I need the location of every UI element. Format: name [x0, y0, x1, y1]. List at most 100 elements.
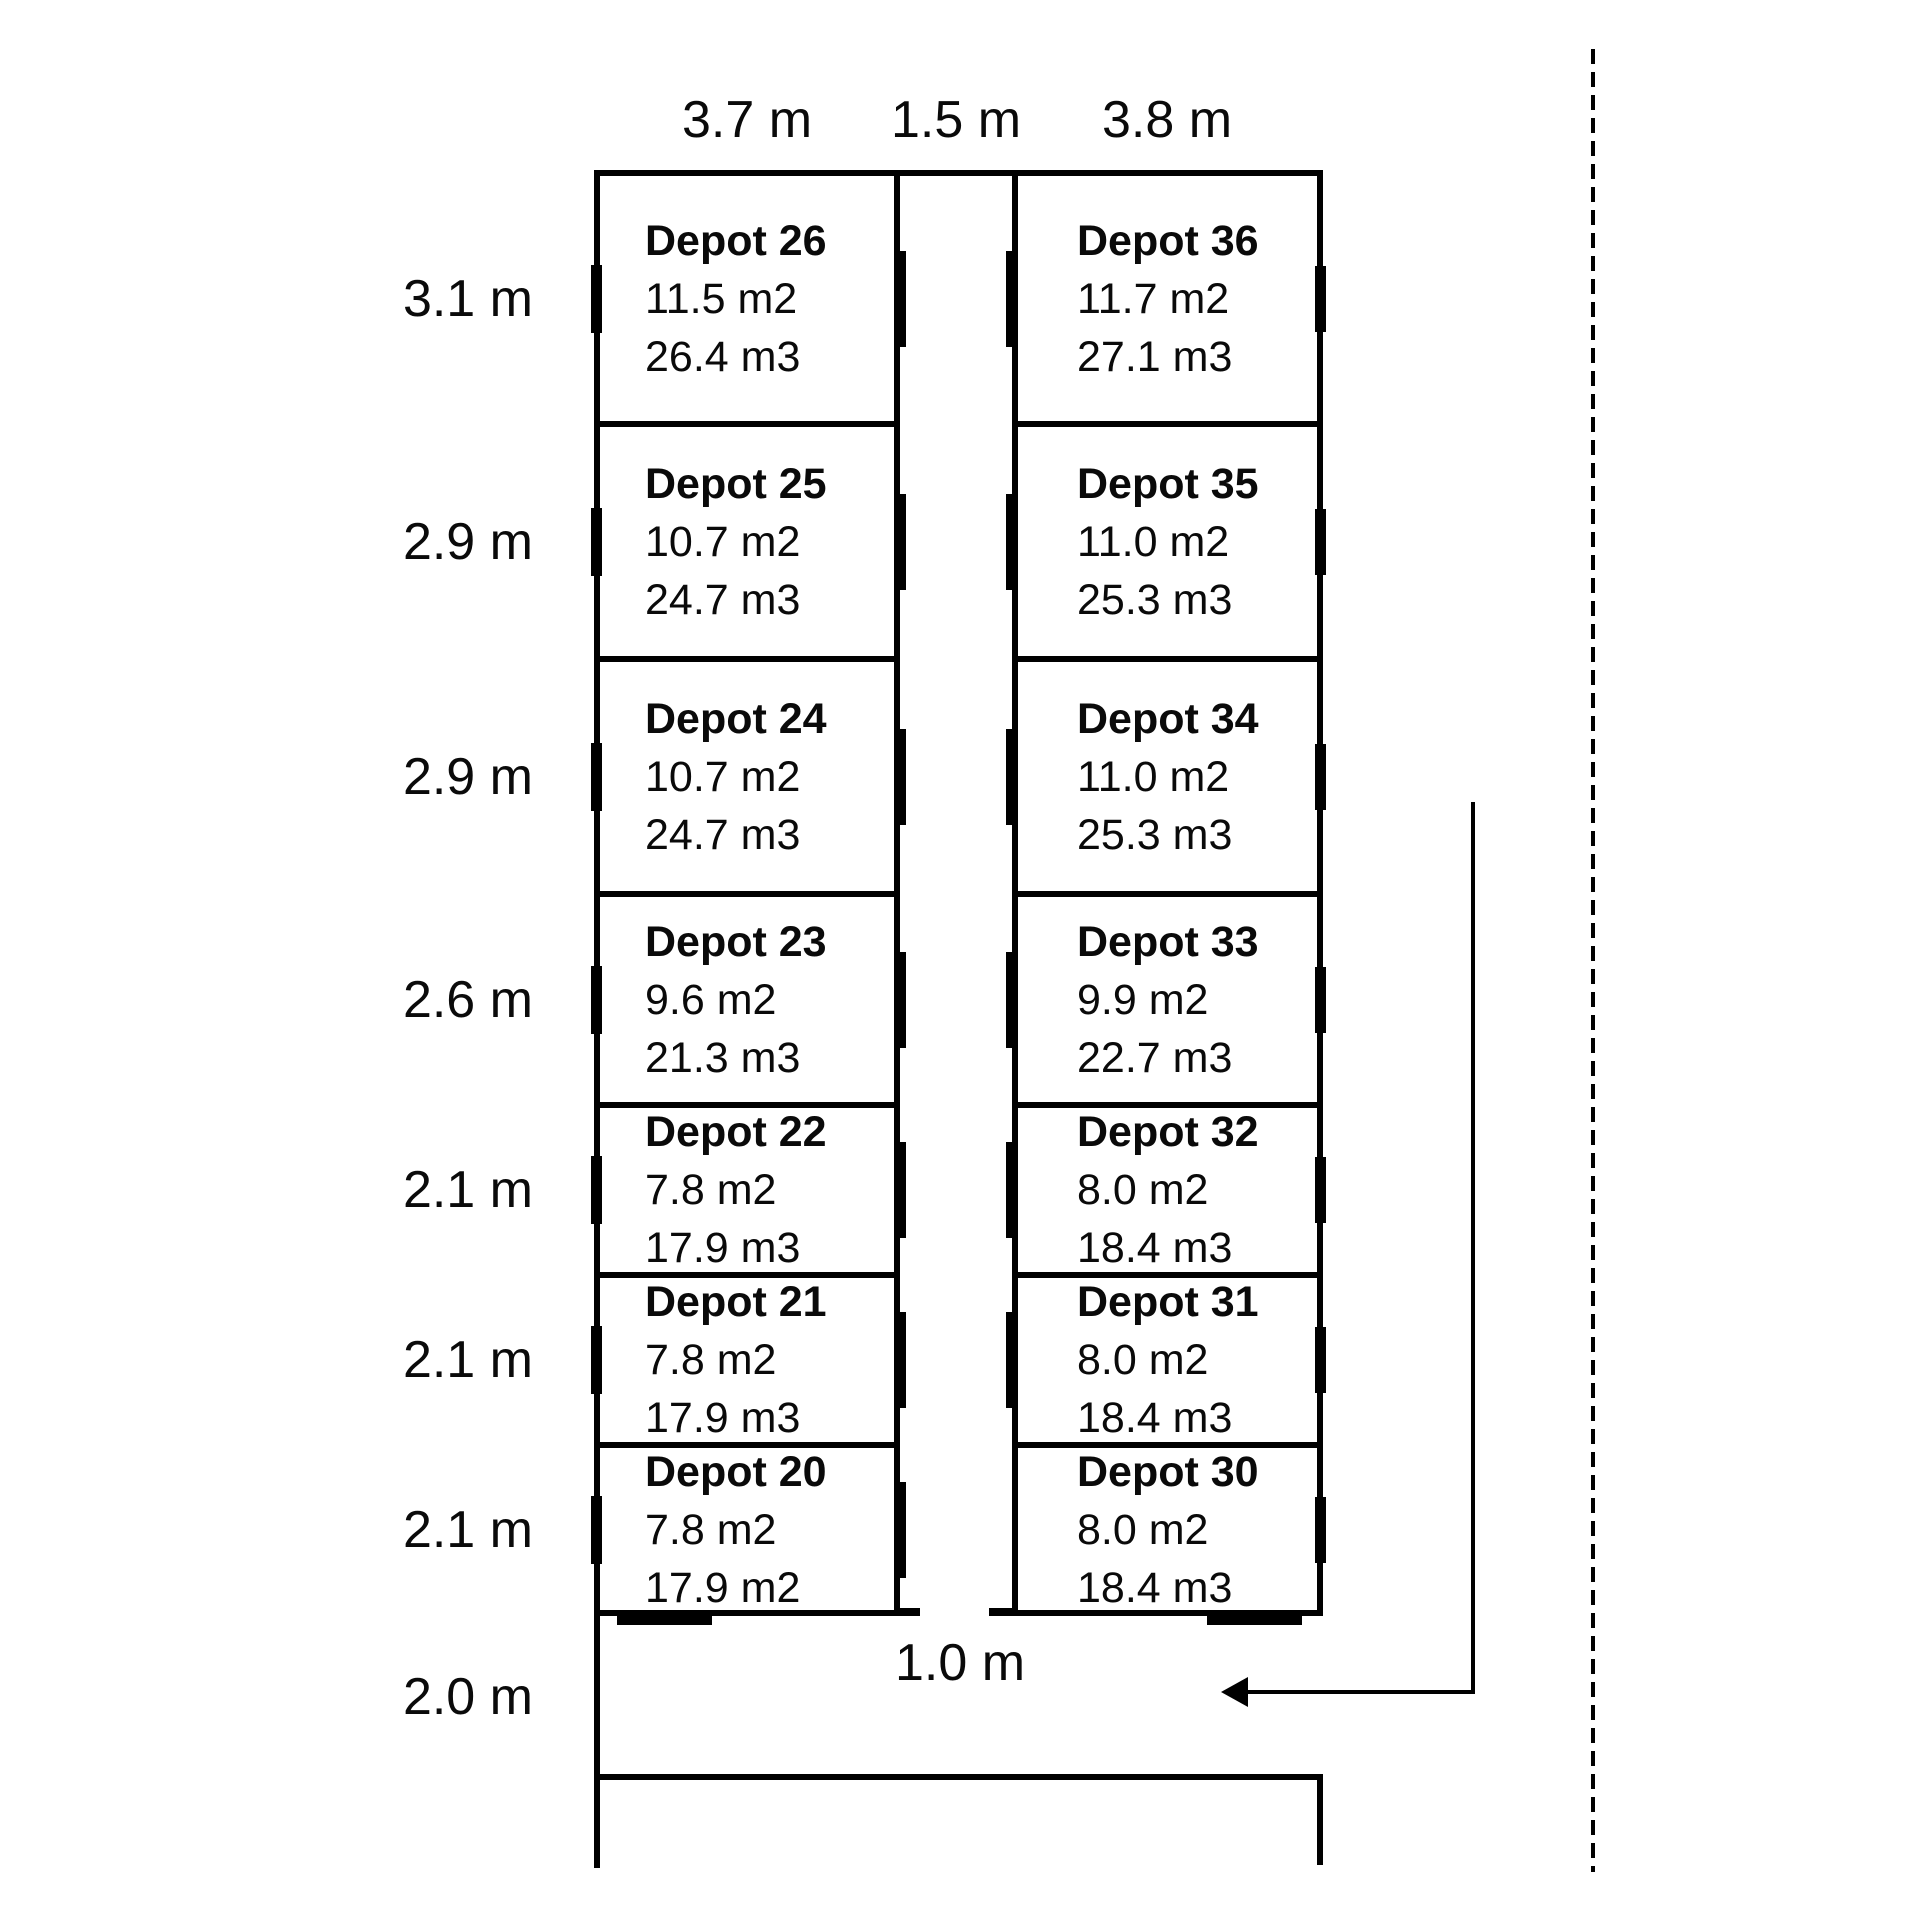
wall-bottom-right-column: [1012, 1610, 1323, 1616]
row-height-label: 2.1 m: [402, 1501, 533, 1559]
top-dimension-corridor: 1.5 m: [890, 91, 1022, 149]
depot-area: 11.0 m2: [1077, 517, 1230, 566]
depot-volume: 17.9 m3: [645, 1224, 801, 1272]
depot-area: 7.8 m2: [645, 1506, 777, 1554]
depot-volume: 17.9 m3: [645, 1394, 801, 1442]
depot-area: 10.7 m2: [645, 752, 801, 801]
depot-volume: 24.7 m3: [645, 810, 801, 859]
wall-bottom-left-column: [594, 1610, 900, 1616]
depot-area: 11.5 m2: [645, 274, 798, 323]
wall-lower-right: [1317, 1774, 1323, 1865]
depot-volume: 26.4 m3: [645, 332, 801, 381]
door-marker-corridor-right: [1006, 493, 1017, 590]
door-marker-left-outer: [591, 965, 602, 1034]
depot-name: Depot 24: [645, 694, 827, 743]
depot-box-left: Depot 24 10.7 m2 24.7 m3: [645, 690, 827, 864]
door-marker-corridor-right: [1006, 728, 1017, 825]
door-marker-left-outer: [591, 1326, 602, 1394]
row-height-label: 2.9 m: [402, 747, 533, 806]
wall-row-divider-left: [594, 891, 900, 897]
top-dimension-left-column: 3.7 m: [681, 91, 813, 149]
door-marker-right-outer: [1315, 966, 1326, 1033]
row-height-label: 2.1 m: [402, 1331, 533, 1389]
depot-box-right: Depot 32 8.0 m2 18.4 m3: [1077, 1103, 1259, 1277]
depot-area: 9.9 m2: [1077, 975, 1209, 1024]
door-marker-left-outer: [591, 742, 602, 811]
depot-name: Depot 22: [645, 1108, 827, 1156]
entry-arrow-head-icon: [1221, 1677, 1248, 1707]
door-marker-corridor-left: [895, 951, 906, 1048]
door-marker-right-outer: [1315, 265, 1326, 332]
depot-area: 8.0 m2: [1077, 1336, 1209, 1384]
wall-row-divider-right: [1012, 891, 1323, 897]
depot-volume: 18.4 m3: [1077, 1224, 1233, 1272]
door-marker-bottom-right-column: [1207, 1615, 1302, 1625]
wall-row-divider-left: [594, 1272, 900, 1278]
wall-row-divider-right: [1012, 421, 1323, 427]
door-marker-right-outer: [1315, 1157, 1326, 1223]
depot-box-left: Depot 26 11.5 m2 26.4 m3: [645, 212, 827, 386]
depot-name: Depot 25: [645, 459, 827, 508]
corridor-door-width-label: 1.0 m: [894, 1634, 1026, 1692]
entry-arrow-vertical-segment: [1471, 802, 1475, 1694]
depot-name: Depot 36: [1077, 216, 1259, 265]
door-marker-corridor-left: [895, 493, 906, 590]
wall-top: [594, 170, 1323, 176]
depot-name: Depot 34: [1077, 694, 1259, 743]
depot-area: 8.0 m2: [1077, 1166, 1209, 1214]
depot-box-right: Depot 30 8.0 m2 18.4 m3: [1077, 1443, 1259, 1617]
depot-name: Depot 20: [645, 1448, 827, 1496]
door-marker-corridor-left: [895, 250, 906, 347]
depot-box-right: Depot 33 9.9 m2 22.7 m3: [1077, 913, 1259, 1087]
depot-volume: 17.9 m2: [645, 1564, 801, 1612]
door-marker-corridor-left: [895, 1482, 906, 1578]
wall-bottom-area: [594, 1774, 1323, 1780]
depot-volume: 18.4 m3: [1077, 1564, 1233, 1612]
wall-row-divider-left: [594, 421, 900, 427]
wall-row-divider-left: [594, 1442, 900, 1448]
door-marker-left-outer: [591, 264, 602, 333]
door-marker-bottom-left-column: [617, 1615, 712, 1625]
depot-volume: 18.4 m3: [1077, 1394, 1233, 1442]
depot-name: Depot 30: [1077, 1448, 1259, 1496]
door-marker-corridor-right: [1006, 951, 1017, 1048]
wall-corridor-door-jamb-right: [989, 1608, 1015, 1616]
row-height-label: 2.9 m: [402, 512, 533, 571]
depot-box-right: Depot 31 8.0 m2 18.4 m3: [1077, 1273, 1259, 1447]
boundary-dashed-line: [1591, 49, 1595, 1872]
wall-corridor-door-jamb-left: [894, 1608, 920, 1616]
depot-name: Depot 23: [645, 917, 827, 966]
wall-row-divider-left: [594, 1102, 900, 1108]
top-dimension-right-column: 3.8 m: [1101, 91, 1233, 149]
depot-name: Depot 26: [645, 216, 827, 265]
depot-area: 8.0 m2: [1077, 1506, 1209, 1554]
depot-volume: 27.1 m3: [1077, 332, 1233, 381]
depot-name: Depot 32: [1077, 1108, 1259, 1156]
depot-volume: 22.7 m3: [1077, 1033, 1233, 1082]
door-marker-right-outer: [1315, 743, 1326, 810]
depot-name: Depot 21: [645, 1278, 827, 1326]
depot-name: Depot 31: [1077, 1278, 1259, 1326]
depot-name: Depot 33: [1077, 917, 1259, 966]
door-marker-left-outer: [591, 507, 602, 576]
door-marker-right-outer: [1315, 1497, 1326, 1563]
depot-volume: 24.7 m3: [645, 575, 801, 624]
depot-volume: 25.3 m3: [1077, 575, 1233, 624]
door-marker-corridor-right: [1006, 1312, 1017, 1408]
wall-row-divider-left: [594, 656, 900, 662]
wall-row-divider-right: [1012, 1272, 1323, 1278]
depot-box-left: Depot 20 7.8 m2 17.9 m2: [645, 1443, 827, 1617]
wall-row-divider-right: [1012, 1102, 1323, 1108]
row-height-label: 2.6 m: [402, 970, 533, 1029]
row-height-label: 2.1 m: [402, 1161, 533, 1219]
door-marker-left-outer: [591, 1156, 602, 1224]
entry-arrow-horizontal-segment: [1246, 1690, 1475, 1694]
door-marker-corridor-left: [895, 728, 906, 825]
door-marker-corridor-right: [1006, 1142, 1017, 1238]
